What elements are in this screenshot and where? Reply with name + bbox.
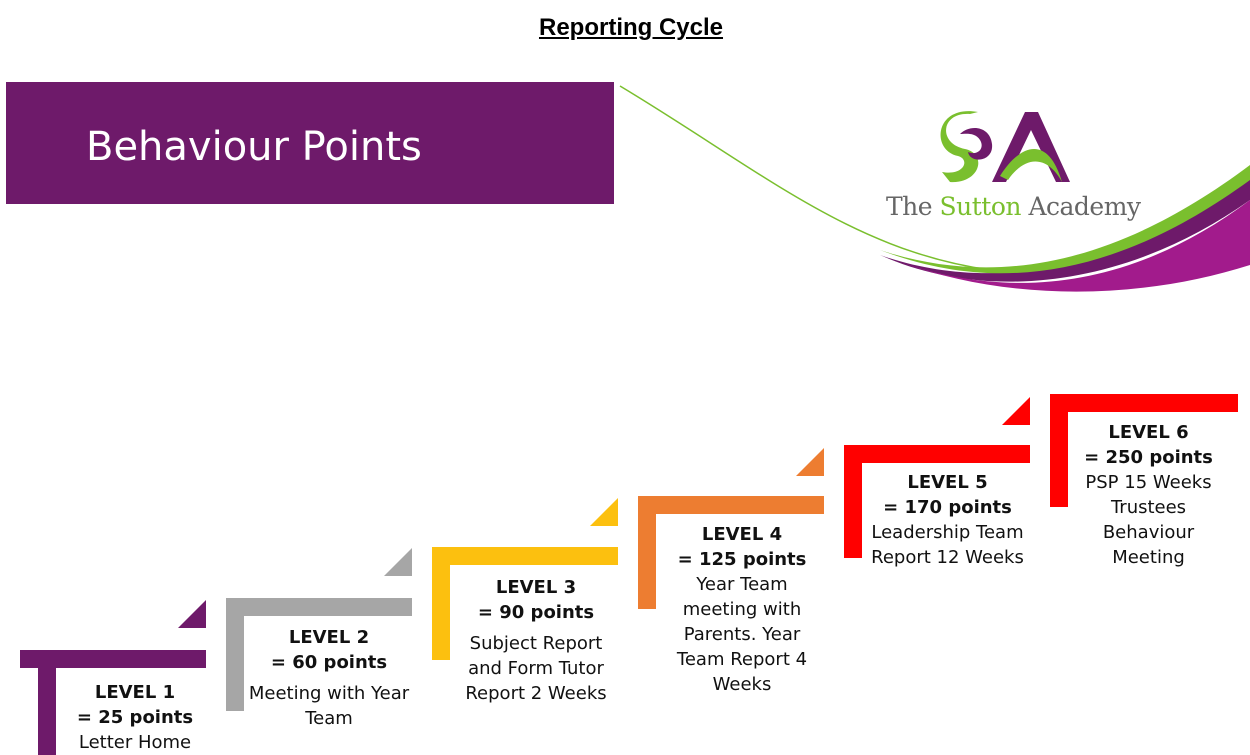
level-6-side-bar [1050,412,1068,507]
level-4-points: = 125 points [677,549,807,570]
level-3-points: = 90 points [477,602,595,623]
logo-name-suffix: Academy [1021,192,1141,221]
level-2-side-bar [226,616,244,711]
level-3-top-bar [432,547,618,565]
level-2-action: Meeting with Year Team [248,683,410,729]
level-1-side-bar [38,668,56,755]
level-5-arrow-tip [1002,397,1030,425]
level-5-top-bar [844,445,1030,463]
document-title: Reporting Cycle [538,14,724,41]
level-3-side-bar [432,565,450,660]
behaviour-points-banner: Behaviour Points [6,82,614,204]
logo-name-prefix: The [886,192,940,221]
level-6-action: PSP 15 Weeks Trustees Behaviour Meeting [1085,472,1212,568]
level-1-top-bar [20,650,206,668]
level-4-title: LEVEL 4 [701,524,783,545]
level-6-title: LEVEL 6 [1108,422,1189,443]
level-4-action: Year Team meeting with Parents. Year Tea… [676,574,808,695]
logo-name-accent: Sutton [939,192,1022,221]
sutton-academy-logo-icon [940,111,1070,183]
level-5-action: Leadership Team Report 12 Weeks [871,522,1024,568]
level-2-arrow-tip [384,548,412,576]
swoosh-magenta [900,200,1250,292]
level-1-title: LEVEL 1 [94,682,176,703]
level-3-title: LEVEL 3 [495,577,577,598]
level-4-arrow-tip [796,448,824,476]
level-6-top-bar [1050,394,1238,412]
level-5-side-bar [844,463,862,558]
logo-name: The Sutton Academy [886,192,1141,221]
banner-title: Behaviour Points [86,124,422,170]
level-1-action: Letter Home [78,732,192,753]
level-1-arrow-tip [178,600,206,628]
level-2-points: = 60 points [270,652,388,673]
swoosh-purple [880,175,1250,282]
level-3-arrow-tip [590,498,618,526]
level-5-title: LEVEL 5 [907,472,988,493]
level-4-top-bar [638,496,824,514]
level-5-points: = 170 points [883,497,1012,518]
level-1-points: = 25 points [76,707,194,728]
level-2-top-bar [226,598,412,616]
level-4-side-bar [638,514,656,609]
level-6-points: = 250 points [1084,447,1213,468]
level-3-action: Subject Report and Form Tutor Report 2 W… [465,633,607,704]
decorative-swoosh [619,85,1250,292]
swoosh-green [880,165,1250,274]
level-2-title: LEVEL 2 [288,627,370,648]
